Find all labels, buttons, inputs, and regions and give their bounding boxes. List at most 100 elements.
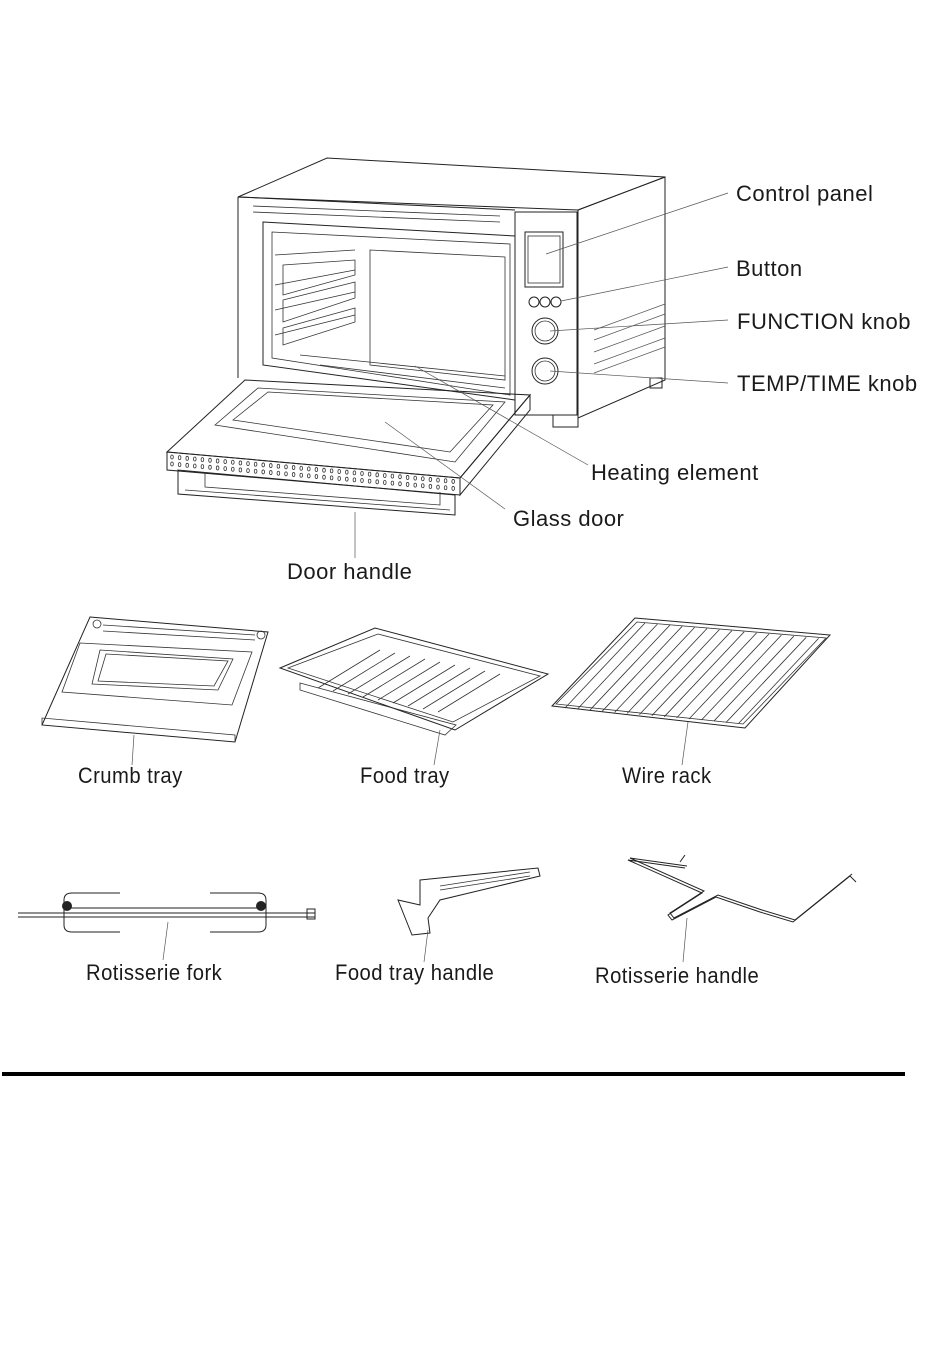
- perforation-hole: [451, 479, 455, 484]
- oven-cavity: [262, 221, 516, 401]
- rack-wire: [725, 637, 807, 723]
- label-door-handle: Door handle: [287, 559, 413, 584]
- perforation-hole: [185, 455, 189, 461]
- perforation-hole: [421, 483, 425, 489]
- heating-element-rod: [319, 364, 506, 389]
- glass-door-pane: [232, 391, 494, 453]
- perforation-hole: [276, 463, 281, 469]
- label-rotisserie-handle: Rotisserie handle: [595, 963, 760, 988]
- label-control-panel: Control panel: [736, 181, 874, 206]
- perforation-hole: [208, 464, 212, 470]
- perforation-hole: [345, 469, 349, 475]
- perforation-hole: [322, 467, 326, 473]
- label-crumb-tray: Crumb tray: [78, 763, 183, 788]
- oven-door: [165, 379, 532, 516]
- perforation-hole: [329, 475, 334, 481]
- perforation-hole: [314, 467, 319, 472]
- perforation-hole: [352, 470, 357, 476]
- rack-wire: [663, 631, 745, 718]
- perforation-hole: [200, 457, 205, 463]
- perforation-hole: [291, 472, 296, 477]
- perforation-hole: [443, 485, 448, 491]
- perforation-hole: [390, 480, 395, 486]
- tray-rib: [347, 655, 411, 695]
- perforation-hole: [398, 474, 402, 480]
- perforation-hole: [276, 470, 281, 476]
- label-glass-door: Glass door: [513, 506, 625, 531]
- rotisserie-fork-drawing: [18, 892, 316, 961]
- rack-wire: [577, 623, 658, 710]
- rack-wire: [713, 635, 795, 722]
- tray-rib: [422, 670, 486, 710]
- perforation-hole: [383, 480, 387, 485]
- perforation-hole: [436, 477, 440, 483]
- crumb-tray-drawing: [41, 616, 269, 766]
- perforation-hole: [193, 456, 197, 462]
- label-function-knob: FUNCTION knob: [737, 309, 911, 334]
- perforation-hole: [291, 465, 296, 470]
- perforation-hole: [269, 463, 273, 468]
- tray-rib: [332, 652, 396, 692]
- tray-rib: [317, 649, 381, 689]
- rack-wire: [688, 633, 770, 720]
- perforation-hole: [261, 469, 265, 475]
- perforation-hole: [428, 484, 433, 489]
- perforation-hole: [307, 466, 311, 472]
- perforation-hole: [375, 472, 379, 478]
- horizontal-divider: [2, 1072, 905, 1076]
- wire-rack-drawing: [550, 617, 832, 766]
- wire-rack-wires: [564, 622, 819, 724]
- rack-wire: [601, 626, 683, 712]
- rack-wire: [651, 630, 733, 716]
- perforation-hole: [337, 469, 341, 474]
- perforation-hole: [246, 461, 250, 467]
- label-button: Button: [736, 256, 803, 281]
- perforation-hole: [383, 473, 387, 478]
- perforation-hole: [200, 464, 205, 470]
- perforation-hole: [269, 470, 273, 475]
- perforation-hole: [451, 486, 455, 491]
- perforation-hole: [284, 471, 288, 477]
- rack-wire: [701, 634, 782, 721]
- perforation-hole: [215, 465, 220, 471]
- perforation-hole: [231, 466, 235, 472]
- food-tray-handle-drawing: [397, 867, 541, 963]
- top-vents: [252, 205, 501, 223]
- perforation-hole: [223, 466, 227, 472]
- button-icon: [528, 296, 540, 308]
- tray-rib: [392, 664, 456, 704]
- perforation-hole: [345, 476, 349, 482]
- perforation-hole: [428, 477, 433, 482]
- perforation-hole: [413, 475, 417, 481]
- perforation-hole: [413, 482, 417, 488]
- button-icon: [539, 296, 551, 308]
- label-temp-time-knob: TEMP/TIME knob: [737, 371, 918, 396]
- tray-rib: [437, 673, 501, 713]
- perforation-hole: [352, 477, 357, 483]
- perforation-hole: [307, 473, 311, 479]
- perforation-hole: [375, 479, 379, 485]
- perforation-hole: [170, 461, 174, 467]
- perforation-hole: [261, 462, 265, 468]
- label-heating-element: Heating element: [591, 460, 759, 485]
- control-panel-drawing: [514, 211, 578, 416]
- tray-rib: [407, 667, 471, 707]
- leader-lines: [354, 192, 729, 558]
- door-handle-drawing: [177, 469, 456, 516]
- rack-wire: [564, 622, 646, 709]
- perforation-hole: [185, 462, 189, 468]
- label-rotisserie-fork: Rotisserie fork: [86, 960, 223, 985]
- perforation-hole: [253, 468, 258, 474]
- label-wire-rack: Wire rack: [622, 763, 712, 788]
- perforation-hole: [443, 478, 448, 484]
- rotisserie-handle-drawing: [627, 854, 857, 963]
- perforation-hole: [177, 462, 182, 468]
- perforation-hole: [360, 471, 364, 476]
- button-icon: [550, 296, 562, 308]
- temp-time-knob-icon: [531, 357, 559, 385]
- perforation-hole: [322, 474, 326, 480]
- tray-rib: [377, 661, 441, 701]
- perforation-hole: [177, 455, 182, 461]
- perforation-hole: [390, 473, 395, 479]
- oven-body: [237, 157, 666, 428]
